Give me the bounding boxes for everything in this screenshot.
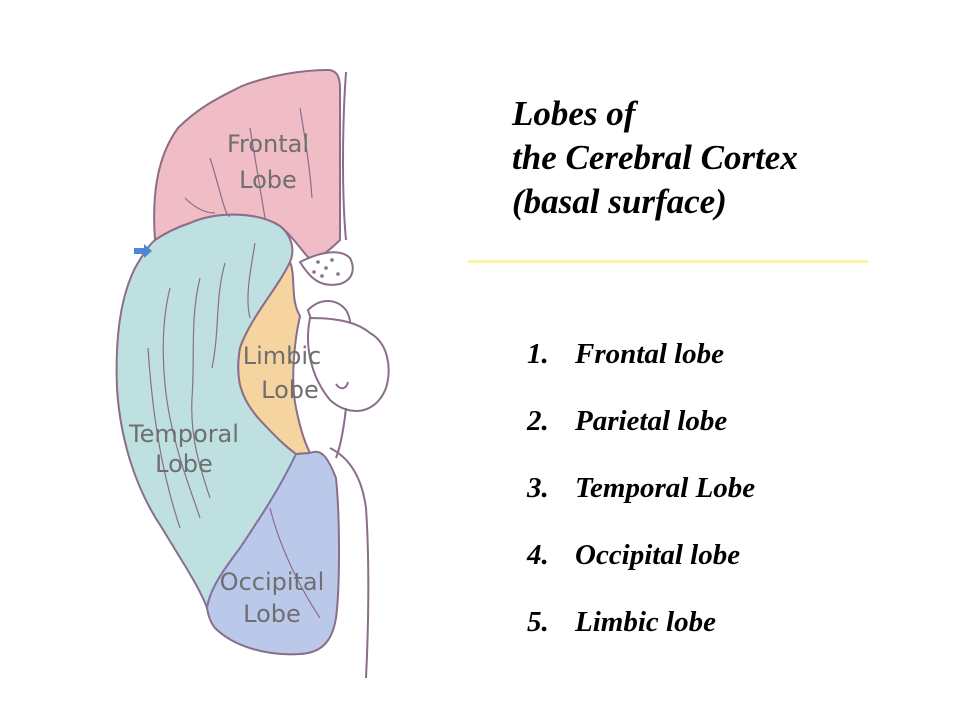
temporal-lobe-label-line2: Lobe	[155, 450, 213, 478]
arrow-pointer-icon	[134, 244, 152, 258]
list-item-label: Limbic lobe	[575, 606, 716, 638]
temporal-lobe-label-line1: Temporal	[128, 420, 239, 448]
frontal-lobe-label-line1: Frontal	[227, 130, 309, 158]
list-item: 2. Parietal lobe	[527, 403, 755, 470]
list-item-number: 2.	[527, 405, 549, 437]
title-divider	[468, 260, 868, 263]
title-line-1: Lobes of	[512, 94, 636, 133]
occipital-lobe-label-line2: Lobe	[243, 600, 301, 628]
list-item: 4. Occipital lobe	[527, 537, 755, 604]
list-item-number: 5.	[527, 606, 549, 638]
frontal-lobe-label-line2: Lobe	[239, 166, 297, 194]
list-item: 1. Frontal lobe	[527, 336, 755, 403]
list-item-label: Frontal lobe	[575, 338, 725, 370]
gyri-lines	[147, 107, 321, 619]
lobe-list: 1. Frontal lobe 2. Parietal lobe 3. Tempora…	[527, 336, 755, 671]
brain-diagram-svg: Frontal Lobe Limbic Lobe Temporal Lobe O…	[115, 68, 390, 678]
occipital-lobe-label-line1: Occipital	[220, 568, 325, 596]
limbic-lobe-label-line2: Lobe	[261, 376, 319, 404]
list-item-label: Parietal lobe	[575, 405, 728, 437]
olfactory-dots	[312, 258, 340, 278]
list-item-label: Temporal Lobe	[575, 472, 756, 504]
list-item-label: Occipital lobe	[575, 539, 741, 571]
limbic-lobe-label-line1: Limbic	[243, 342, 322, 370]
occipital-lobe-region	[205, 450, 340, 656]
title-line-3: (basal surface)	[512, 182, 727, 221]
list-item: 5. Limbic lobe	[527, 604, 755, 671]
slide-title: Lobes of the Cerebral Cortex (basal surf…	[512, 92, 932, 224]
lobe-boundary-dashed	[206, 453, 297, 609]
list-item-number: 4.	[527, 539, 549, 571]
list-item-number: 1.	[527, 338, 549, 370]
list-item-number: 3.	[527, 472, 549, 504]
title-line-2: the Cerebral Cortex	[512, 138, 798, 177]
brain-diagram: Frontal Lobe Limbic Lobe Temporal Lobe O…	[100, 48, 410, 678]
list-item: 3. Temporal Lobe	[527, 470, 755, 537]
